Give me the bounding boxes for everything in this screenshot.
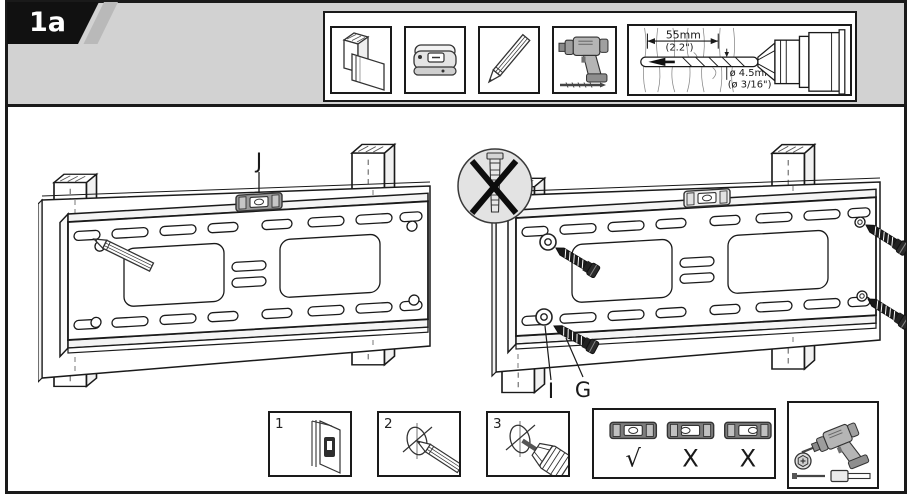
washer-top-left [539, 233, 557, 251]
stud-finder-on-wall-icon [311, 420, 341, 474]
step-label: 1a [29, 7, 67, 38]
tool-pencil [478, 26, 540, 94]
depth-in-label: (2.2") [666, 43, 694, 54]
step-3-drill-hole: 3 [486, 411, 570, 477]
stud-finder-icon [413, 44, 457, 76]
drill-and-bits-box [787, 401, 879, 489]
label-j: J [254, 149, 262, 173]
drill-hole-icon [505, 420, 568, 475]
figure-position-bracket: J [38, 143, 431, 388]
washer-bottom-left [535, 308, 553, 326]
tool-wood-stud [330, 26, 392, 94]
level-check-box: √ X X [592, 408, 776, 479]
wood-stud-icon [342, 32, 385, 91]
drill-bit-icon [560, 82, 606, 88]
drill-with-bits-icon [792, 420, 871, 483]
check-ok: √ [626, 445, 642, 473]
required-tools-strip: 55mm (2.2") ø 4.5mm (ø 3/16") [323, 11, 857, 102]
drill-chuck [757, 29, 846, 94]
step-badge: 1a [7, 2, 99, 44]
pencil-icon [487, 33, 531, 84]
level-check-icons: √ X X [609, 421, 772, 473]
check-wrong-right: X [740, 445, 757, 473]
wall-bracket [59, 185, 429, 358]
tool-power-drill [552, 26, 617, 94]
hex-bolt-head-icon [794, 452, 812, 470]
label-g-leader [565, 337, 584, 378]
level-ok-icon [609, 421, 658, 440]
wall-bracket [507, 181, 877, 354]
drill-depth-diagram: 55mm (2.2") ø 4.5mm (ø 3/16") [640, 27, 846, 94]
step-number: 3 [493, 416, 502, 432]
driver-bit-icon [792, 469, 871, 483]
bubble-level [235, 191, 283, 213]
pencil-mark-icon [402, 422, 459, 474]
level-tilt-right-icon [724, 421, 772, 440]
label-i: I [548, 379, 554, 403]
check-wrong-left: X [682, 445, 699, 473]
step-2-mark-hole: 2 [377, 411, 461, 477]
figure-screw-bracket: I G [457, 143, 906, 403]
tool-drill-depth-spec: 55mm (2.2") ø 4.5mm (ø 3/16") [627, 24, 852, 96]
step-1-find-stud: 1 [268, 411, 352, 477]
dia-mm-label: ø 4.5mm [730, 68, 774, 79]
label-g: G [575, 378, 591, 402]
no-wall-anchor-icon [457, 148, 533, 224]
depth-mm-label: 55mm [666, 28, 701, 41]
bubble-level [683, 187, 731, 209]
step-number: 2 [384, 416, 393, 432]
depth-arrow [648, 57, 675, 67]
level-tilt-left-icon [666, 421, 715, 440]
tool-stud-finder [404, 26, 466, 94]
pencil-marking [92, 238, 155, 272]
dia-in-label: (ø 3/16") [728, 79, 772, 90]
label-i-leader [544, 325, 552, 381]
power-drill-icon [558, 36, 609, 88]
step-number: 1 [275, 416, 284, 432]
